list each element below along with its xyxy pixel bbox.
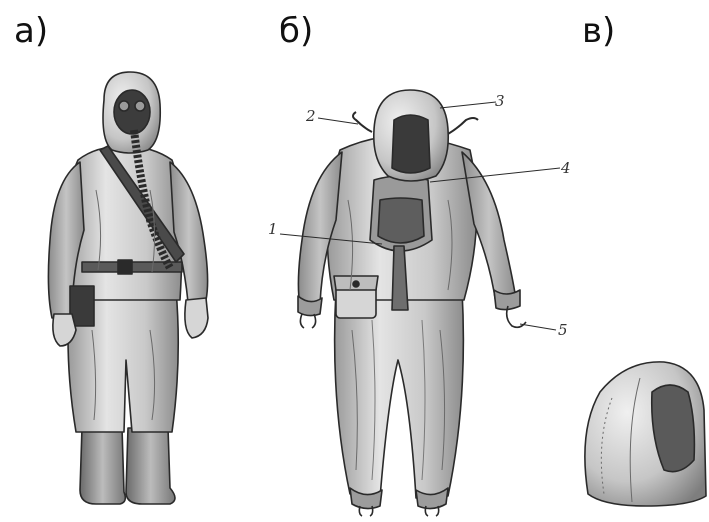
mask-eyepiece-right: [135, 101, 145, 111]
figure-a-person-in-suit: [48, 72, 208, 504]
callout-number-1: 1: [268, 222, 278, 237]
right-boot: [126, 428, 175, 504]
callout-number-4: 4: [561, 161, 571, 176]
leader-5: [520, 324, 556, 330]
right-hand: [185, 298, 208, 338]
panel-label-c: в): [582, 14, 615, 48]
pocket-button: [353, 281, 359, 287]
inner-lining: [378, 198, 424, 243]
callout-number-2: 2: [306, 109, 316, 124]
leader-2: [318, 118, 358, 124]
figure-c-hood: [585, 362, 706, 506]
leader-3: [440, 102, 496, 108]
callout-number-5: 5: [558, 323, 568, 338]
callout-number-3: 3: [495, 94, 505, 109]
hood-face-opening: [392, 115, 430, 173]
gas-mask: [114, 90, 150, 134]
panel-label-a: а): [14, 14, 48, 48]
hood-tie-right: [448, 118, 478, 134]
panel-label-b: б): [279, 14, 313, 48]
belt-buckle: [118, 260, 132, 274]
figure-b-open-suit: [280, 90, 560, 516]
mask-eyepiece-left: [119, 101, 129, 111]
hood-tie-left: [353, 112, 372, 132]
left-boot: [80, 428, 125, 504]
